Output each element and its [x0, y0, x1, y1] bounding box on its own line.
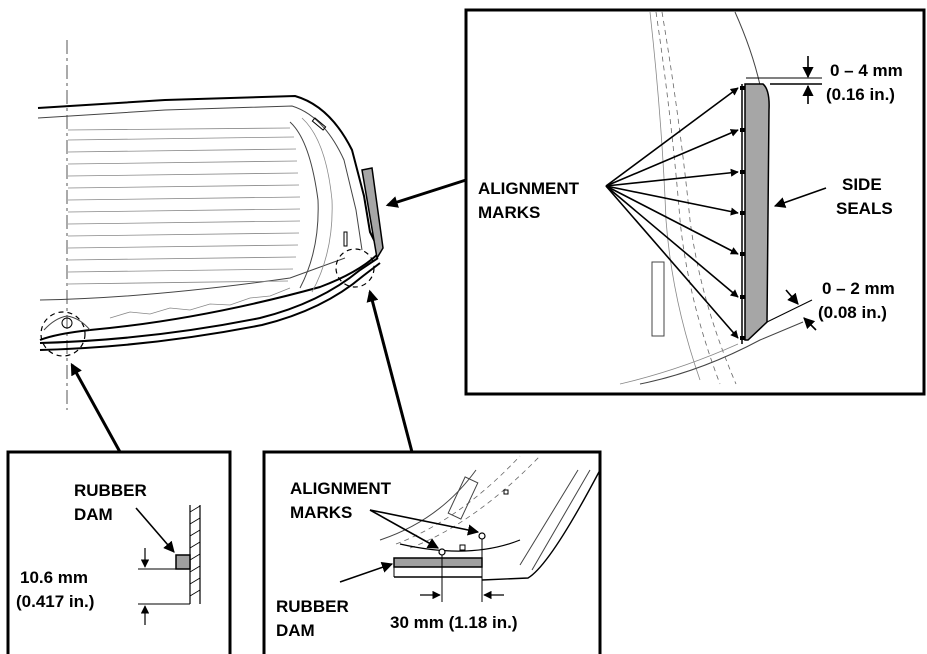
windshield-outline	[37, 94, 382, 341]
callout-arrow-side-seal	[385, 178, 467, 208]
corner-rubber-dam-label-2: DAM	[276, 621, 315, 640]
corner-offset-label: 30 mm (1.18 in.)	[390, 613, 518, 632]
bottom-molding	[39, 257, 379, 344]
windshield-overview	[37, 40, 384, 410]
side-seal-strip	[744, 83, 770, 341]
defroster-lines	[67, 117, 333, 319]
rubber-dam-label-2: DAM	[74, 505, 113, 524]
corner-alignment-label-2: MARKS	[290, 503, 352, 522]
side-seals-label-2: SEALS	[836, 199, 893, 218]
corner-alignment-label-1: ALIGNMENT	[290, 479, 392, 498]
rubber-dam-corner-panel	[262, 450, 602, 654]
callout-arrow-corner	[366, 289, 414, 453]
bottom-gap-mm: 0 – 2 mm	[822, 279, 895, 298]
alignment-marks-label-1: ALIGNMENT	[478, 179, 580, 198]
rubber-dam-block	[175, 554, 191, 570]
alignment-ticks	[740, 86, 745, 340]
alignment-marks-label-2: MARKS	[478, 203, 540, 222]
detail-rubber-dam-center: RUBBER DAM 10.6 mm (0.417 in.)	[6, 450, 232, 654]
side-seal	[361, 167, 384, 261]
detail-circle-center	[40, 311, 86, 357]
rubber-dam-label-1: RUBBER	[74, 481, 147, 500]
side-seals-label-1: SIDE	[842, 175, 882, 194]
corner-rubber-dam	[393, 557, 483, 568]
bottom-gap-in: (0.08 in.)	[818, 303, 887, 322]
detail-rubber-dam-corner: ALIGNMENT MARKS RUBBER DAM 30 mm (1.18 i…	[262, 450, 602, 654]
alignment-leaders	[605, 87, 739, 339]
callout-arrow-center	[70, 362, 122, 453]
corner-rubber-dam-label-1: RUBBER	[276, 597, 349, 616]
height-mm: 10.6 mm	[20, 568, 88, 587]
top-gap-in: (0.16 in.)	[826, 85, 895, 104]
rubber-dam-center-panel	[6, 450, 232, 654]
side-seal-panel	[464, 8, 926, 396]
top-gap-mm: 0 – 4 mm	[830, 61, 903, 80]
detail-side-seals: ALIGNMENT MARKS SIDE SEALS 0 – 4 mm (0.1…	[464, 8, 926, 396]
detail-circle-corner	[335, 248, 375, 288]
height-in: (0.417 in.)	[16, 592, 94, 611]
